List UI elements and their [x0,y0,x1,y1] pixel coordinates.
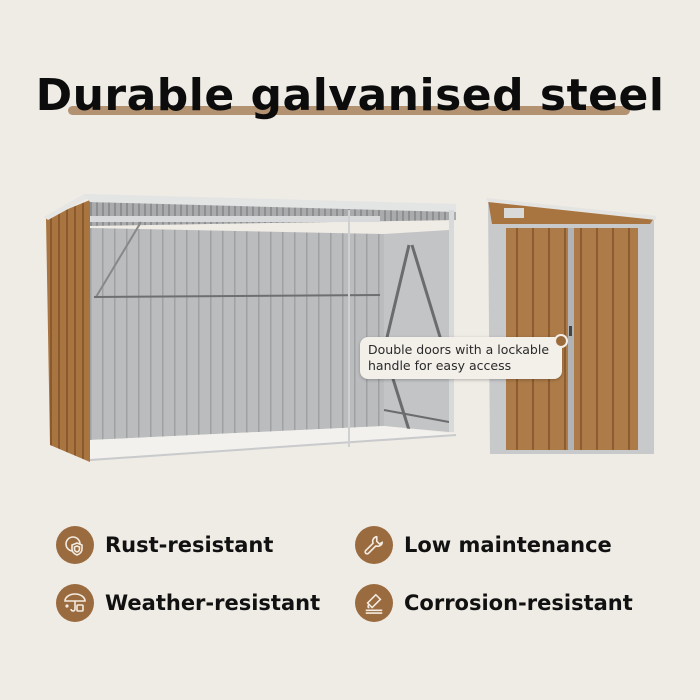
feature-label: Rust-resistant [105,533,274,557]
page-title: Durable galvanised steel [35,70,665,121]
doors-callout: Double doors with a lockable handle for … [360,337,562,379]
callout-line-2: handle for easy access [368,358,512,373]
open-shed-image [44,194,457,462]
callout-line-1: Double doors with a lockable [368,342,550,357]
wrench-icon [355,526,393,564]
rust-shield-icon [56,526,94,564]
feature-label: Low maintenance [404,533,612,557]
feature-corrosion-resistant: Corrosion-resistant [355,584,633,622]
feature-low-maintenance: Low maintenance [355,526,612,564]
callout-marker-dot [554,334,568,348]
corrosion-test-icon [355,584,393,622]
closed-shed-image [486,198,656,454]
umbrella-icon [56,584,94,622]
feature-weather-resistant: Weather-resistant [56,584,320,622]
feature-rust-resistant: Rust-resistant [56,526,273,564]
feature-label: Weather-resistant [105,591,321,615]
header: Durable galvanised steel [0,70,700,130]
feature-label: Corrosion-resistant [404,591,633,615]
title-underline [68,106,630,115]
